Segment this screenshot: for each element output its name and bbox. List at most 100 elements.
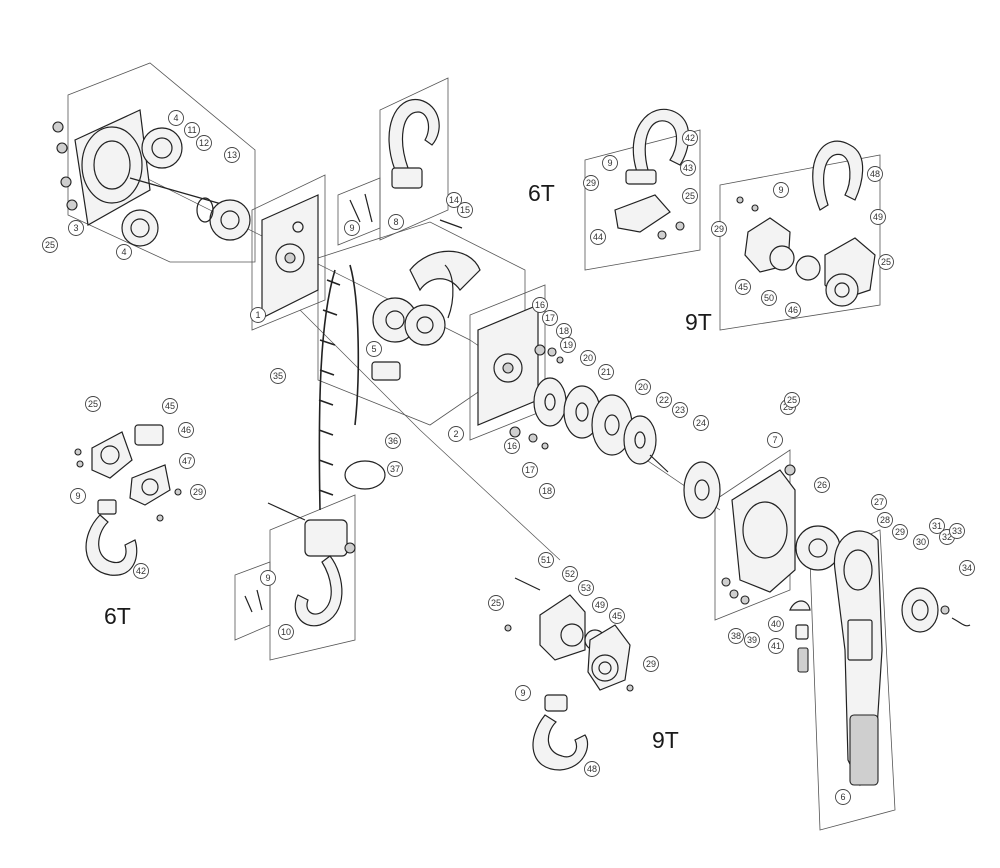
panel-9t-top [719, 154, 881, 331]
callout-number: 25 [787, 395, 797, 405]
callout-circle [784, 392, 800, 408]
callout-number: 33 [952, 526, 962, 536]
load-chain-35 [318, 264, 360, 511]
callout-circle [592, 597, 608, 613]
callout-circle [448, 426, 464, 442]
callout-circle [504, 438, 520, 454]
callout-circle [190, 484, 206, 500]
callout-number: 17 [525, 465, 535, 475]
callout-number: 9 [520, 688, 525, 698]
callout-c13: 5 [366, 341, 382, 357]
callout-number: 44 [593, 232, 603, 242]
callout-circle [68, 220, 84, 236]
label-9t-top: 9T [685, 309, 712, 335]
callout-c28: 22 [656, 392, 672, 408]
callout-number: 23 [675, 405, 685, 415]
gear-4-lower [121, 209, 159, 247]
callout-number: 25 [45, 240, 55, 250]
callout-circle [583, 175, 599, 191]
callout-circle [522, 462, 538, 478]
callout-number: 47 [182, 456, 192, 466]
callout-number: 48 [870, 169, 880, 179]
hand-lever-6 [833, 530, 883, 787]
callout-c48: 42 [682, 130, 698, 146]
top-6t-assembly [614, 108, 690, 240]
callout-number: 25 [685, 191, 695, 201]
callout-circle [693, 415, 709, 431]
pin-9-top [349, 193, 373, 223]
callout-c7: 13 [224, 147, 240, 163]
callout-c79: 48 [584, 761, 600, 777]
callout-c43: 39 [744, 632, 760, 648]
callout-number: 22 [659, 395, 669, 405]
callout-circle [488, 595, 504, 611]
callout-c54: 9 [773, 182, 789, 198]
callout-c40: 33 [949, 523, 965, 539]
left-6t-assembly [74, 424, 182, 576]
callout-number: 10 [281, 627, 291, 637]
callout-circle [913, 534, 929, 550]
callout-c63: 45 [162, 398, 178, 414]
callout-c20: 18 [556, 323, 572, 339]
callout-circle [446, 192, 462, 208]
callout-c11: 14 [446, 192, 462, 208]
panel-plate-1 [251, 174, 326, 331]
callout-circle [870, 209, 886, 225]
callout-c65: 47 [179, 453, 195, 469]
callout-number: 34 [962, 563, 972, 573]
callout-number: 46 [788, 305, 798, 315]
callout-number: 53 [581, 583, 591, 593]
callout-number: 20 [583, 353, 593, 363]
callout-c16: 37 [387, 461, 403, 477]
callout-circle [949, 523, 965, 539]
washers-cover [721, 577, 750, 605]
callout-number: 40 [771, 619, 781, 629]
callout-c4: 4 [116, 244, 132, 260]
callout-circle [562, 566, 578, 582]
callout-c19: 17 [542, 310, 558, 326]
callout-c37: 30 [913, 534, 929, 550]
callout-circle [735, 279, 751, 295]
callout-number: 25 [783, 402, 793, 412]
callout-c77: 29 [643, 656, 659, 672]
callout-number: 45 [738, 282, 748, 292]
callout-c45: 41 [768, 638, 784, 654]
callout-c66: 29 [190, 484, 206, 500]
callout-circle [878, 254, 894, 270]
callout-circle [877, 512, 893, 528]
callout-number: 43 [683, 163, 693, 173]
callout-circle [761, 290, 777, 306]
callout-circle [959, 560, 975, 576]
callout-c44: 40 [768, 616, 784, 632]
callout-c49: 9 [602, 155, 618, 171]
callout-number: 6 [840, 792, 845, 802]
callout-circle [538, 552, 554, 568]
callout-c18: 16 [532, 297, 548, 313]
callout-circle [871, 494, 887, 510]
drive-shaft-13 [129, 177, 251, 241]
callout-c32: 7 [767, 432, 783, 448]
callout-circle [635, 379, 651, 395]
callout-circle [387, 461, 403, 477]
callout-c53: 44 [590, 229, 606, 245]
callout-circle [929, 518, 945, 534]
stripper-36 [371, 361, 401, 381]
bottom-9t-assembly [504, 577, 634, 771]
brake-discs [533, 377, 721, 519]
callout-circle [85, 396, 101, 412]
callout-circle [602, 155, 618, 171]
callout-circle [609, 608, 625, 624]
callout-number: 41 [771, 641, 781, 651]
callout-number: 16 [507, 441, 517, 451]
callout-circle [580, 350, 596, 366]
callout-c1: 25 [42, 237, 58, 253]
callout-circle [711, 221, 727, 237]
callout-number: 25 [88, 399, 98, 409]
callout-circle [672, 402, 688, 418]
callout-c67: 9 [70, 488, 86, 504]
callout-number: 12 [199, 138, 209, 148]
callout-c56: 29 [711, 221, 727, 237]
callout-number: 11 [187, 125, 196, 135]
callout-circle [178, 422, 194, 438]
top-hook-8 [388, 99, 440, 189]
